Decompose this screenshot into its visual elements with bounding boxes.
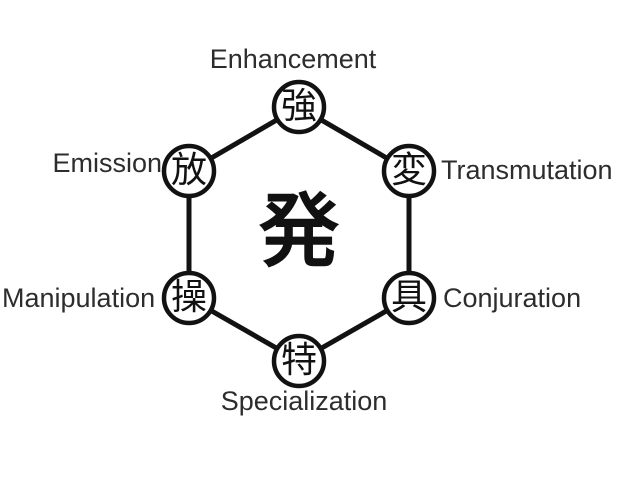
label-specialization: Specialization (220, 386, 388, 416)
node-circle-enhancement (271, 79, 327, 135)
node-kanji-specialization: 特 (280, 340, 317, 381)
node-circle-conjuration (381, 270, 437, 326)
label-transmutation: Transmutation (441, 155, 613, 185)
center-kanji-hatsu: 発 (259, 184, 339, 278)
node-kanji-manipulation: 操 (170, 277, 207, 318)
label-manipulation: Manipulation (2, 283, 156, 313)
node-circle-specialization (271, 333, 327, 389)
node-circle-emission (161, 143, 217, 199)
label-conjuration: Conjuration (443, 283, 582, 313)
node-circle-manipulation (161, 270, 217, 326)
node-kanji-enhancement: 強 (280, 86, 317, 127)
node-kanji-conjuration: 具 (390, 277, 427, 318)
label-enhancement: Enhancement (209, 44, 377, 74)
node-circle-transmutation (381, 143, 437, 199)
node-kanji-transmutation: 変 (390, 150, 427, 191)
label-emission: Emission (52, 148, 162, 178)
node-kanji-emission: 放 (170, 150, 207, 191)
